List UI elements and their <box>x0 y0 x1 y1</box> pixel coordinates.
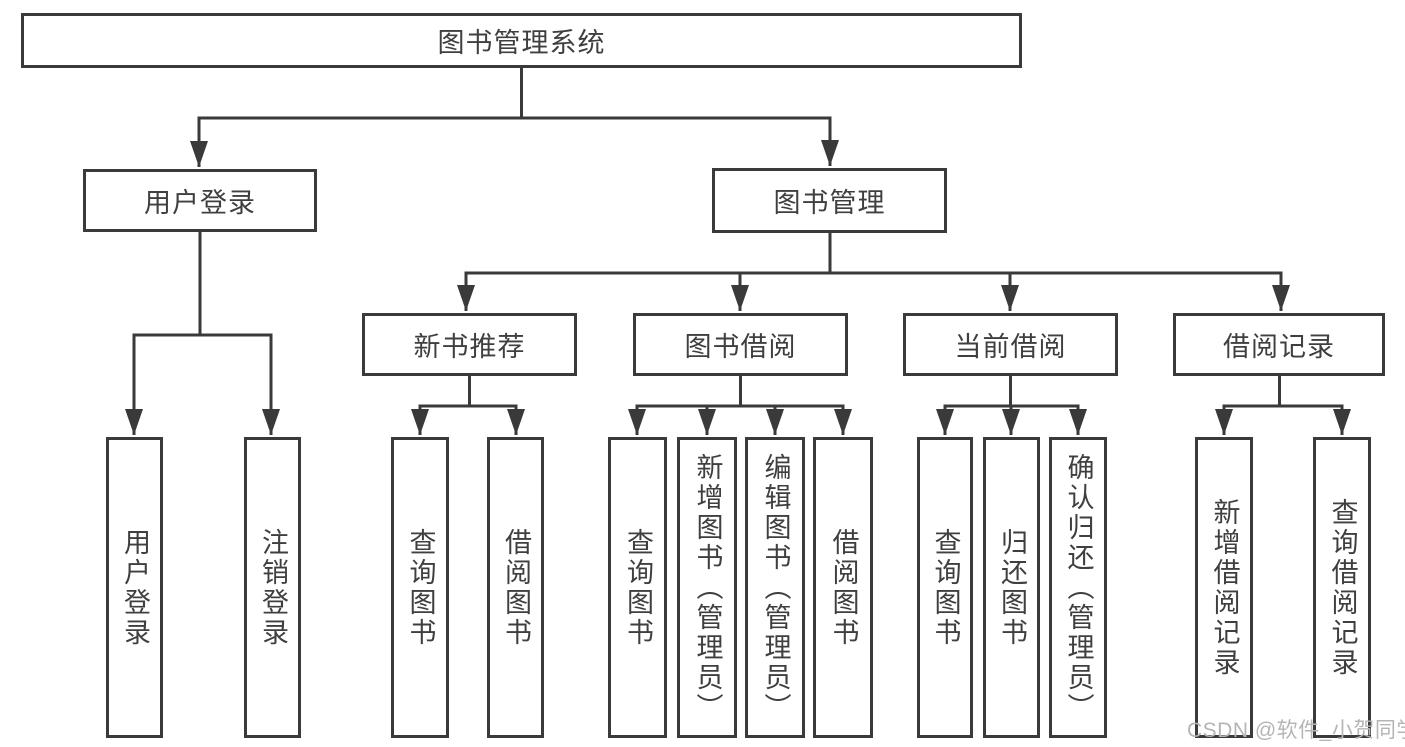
leaf-borrowing-add-books-admin-label: 新增图书（管理员） <box>692 452 723 723</box>
leaf-borrowing-query-books: 查询图书 <box>608 437 667 738</box>
node-book-borrowing-label: 图书借阅 <box>684 332 797 362</box>
leaf-records-add-record-label: 新增借阅记录 <box>1209 497 1240 678</box>
csdn-watermark: CSDN @软件_小贺同学 <box>1187 719 1405 742</box>
leaf-borrowing-add-books-admin: 新增图书（管理员） <box>677 437 737 738</box>
leaf-records-add-record: 新增借阅记录 <box>1195 437 1253 738</box>
leaf-recommend-query-books: 查询图书 <box>391 437 449 738</box>
node-user-login-label: 用户登录 <box>144 188 256 218</box>
node-new-book-recommend: 新书推荐 <box>362 313 577 376</box>
leaf-borrowing-edit-books-admin-label: 编辑图书（管理员） <box>760 452 791 723</box>
leaf-records-query-record: 查询借阅记录 <box>1313 437 1371 738</box>
leaf-user-login: 用户登录 <box>106 437 163 738</box>
node-borrowing-records: 借阅记录 <box>1173 313 1385 376</box>
leaf-recommend-borrow-books-label: 借阅图书 <box>501 527 531 648</box>
node-root: 图书管理系统 <box>21 13 1022 68</box>
leaf-current-confirm-return-admin: 确认归还（管理员） <box>1049 437 1107 738</box>
leaf-current-return-books-label: 归还图书 <box>997 527 1027 648</box>
node-current-borrowing: 当前借阅 <box>903 313 1118 376</box>
node-root-label: 图书管理系统 <box>437 28 606 58</box>
leaf-borrowing-borrow-books: 借阅图书 <box>813 437 873 738</box>
leaf-recommend-query-books-label: 查询图书 <box>405 527 436 648</box>
node-borrowing-records-label: 借阅记录 <box>1223 332 1335 362</box>
leaf-current-query-books-label: 查询图书 <box>930 527 961 648</box>
node-book-management: 图书管理 <box>712 168 947 233</box>
node-current-borrowing-label: 当前借阅 <box>954 332 1067 362</box>
leaf-current-return-books: 归还图书 <box>983 437 1040 738</box>
leaf-user-login-label: 用户登录 <box>120 527 150 648</box>
leaf-records-query-record-label: 查询借阅记录 <box>1327 497 1358 678</box>
leaf-borrowing-query-books-label: 查询图书 <box>623 527 653 648</box>
leaf-logout: 注销登录 <box>244 437 301 738</box>
leaf-current-query-books: 查询图书 <box>917 437 973 738</box>
node-new-book-recommend-label: 新书推荐 <box>413 332 526 362</box>
leaf-current-confirm-return-admin-label: 确认归还（管理员） <box>1063 452 1094 723</box>
leaf-logout-label: 注销登录 <box>258 527 288 648</box>
node-book-borrowing: 图书借阅 <box>633 313 848 376</box>
leaf-borrowing-edit-books-admin: 编辑图书（管理员） <box>745 437 805 738</box>
leaf-borrowing-borrow-books-label: 借阅图书 <box>828 527 859 648</box>
leaf-recommend-borrow-books: 借阅图书 <box>487 437 544 738</box>
node-book-management-label: 图书管理 <box>773 188 886 218</box>
node-user-login: 用户登录 <box>83 169 317 232</box>
